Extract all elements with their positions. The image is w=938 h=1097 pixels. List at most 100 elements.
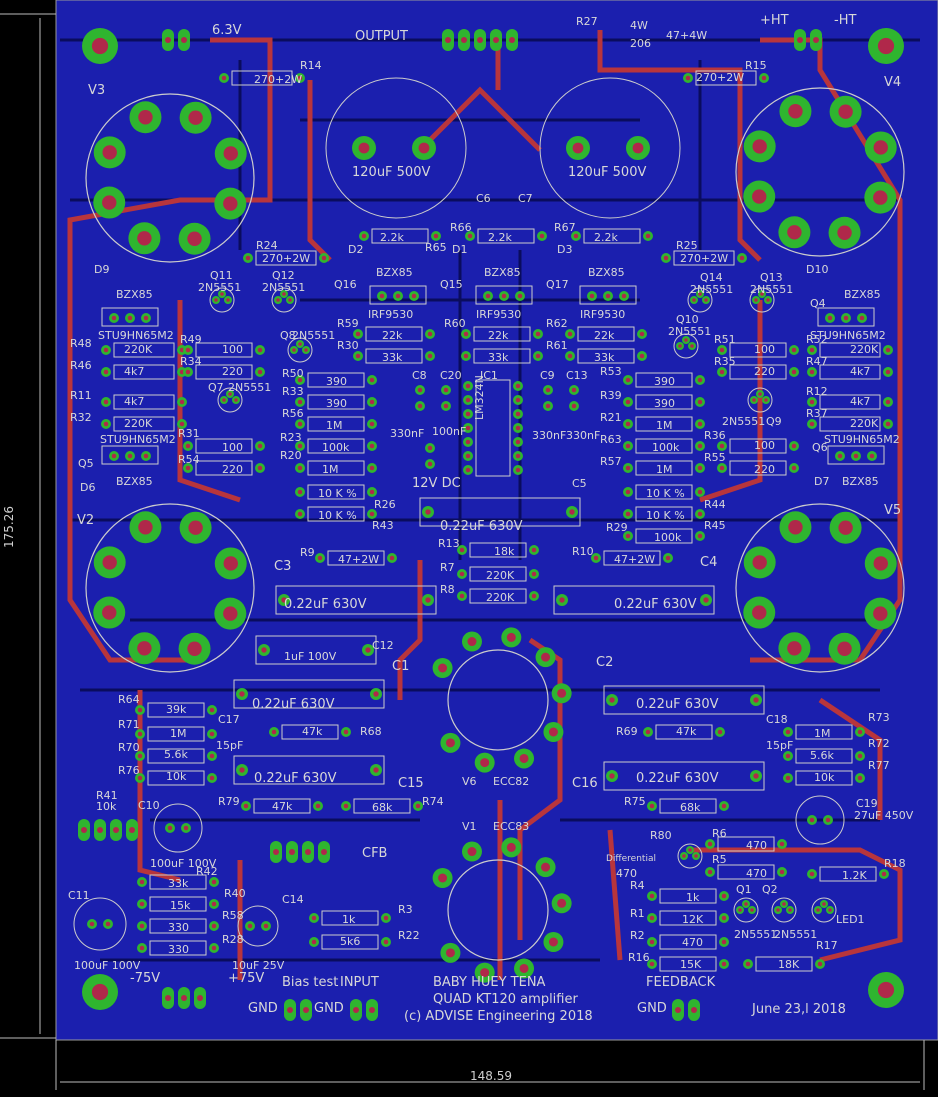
pad-hole — [809, 871, 815, 877]
pad-hole — [459, 571, 465, 577]
pad-hole — [369, 489, 375, 495]
c11-value: 100uF 100V — [74, 959, 141, 972]
pad-hole — [465, 397, 471, 403]
pad-hole — [822, 902, 826, 906]
c13-label: C13 — [566, 369, 588, 382]
r77-value: 10k — [814, 771, 835, 784]
pad-hole — [519, 753, 529, 763]
pad-hole — [501, 293, 507, 299]
ic1-label: IC1 — [480, 369, 498, 382]
r37-label: R37 — [806, 407, 828, 420]
pad-hole — [752, 555, 767, 570]
resistor — [717, 864, 775, 880]
pad-hole — [541, 862, 551, 872]
output-connector-label: OUTPUT — [355, 29, 408, 44]
film-cap — [419, 497, 581, 527]
pad-hole — [179, 421, 185, 427]
transistor — [749, 287, 775, 313]
r20-value: 1M — [322, 463, 339, 476]
q2-label: Q2 — [762, 883, 778, 896]
pad-hole — [355, 353, 361, 359]
resistor — [819, 416, 881, 432]
pad-hole — [515, 439, 521, 445]
r51-label: R51 — [714, 333, 736, 346]
resistor — [635, 394, 693, 410]
pad-hole — [297, 511, 303, 517]
film-cap — [603, 685, 765, 715]
r63-label: R63 — [600, 433, 622, 446]
pad-hole — [752, 139, 767, 154]
r49-value: 100 — [222, 343, 243, 356]
pad-hole — [791, 465, 797, 471]
pad-hole — [369, 443, 375, 449]
resistor — [819, 364, 881, 380]
r22-label: R22 — [398, 929, 420, 942]
pad-hole — [358, 142, 370, 154]
c19-value: 27uF 450V — [854, 809, 914, 822]
header-hole — [797, 37, 803, 43]
resistor — [149, 918, 207, 934]
q5-label: Q5 — [78, 457, 94, 470]
pad-hole — [697, 421, 703, 427]
q10-label: Q10 — [676, 313, 699, 326]
pad-hole — [297, 75, 303, 81]
c12-value: 1uF 100V — [284, 650, 337, 663]
pad-hole — [816, 908, 820, 912]
r62-value: 22k — [594, 329, 615, 342]
r70-value: 5.6k — [164, 748, 188, 761]
resistor — [729, 460, 787, 476]
resistor — [149, 896, 207, 912]
resistor — [659, 934, 717, 950]
red-trace — [690, 847, 903, 963]
pad-hole — [703, 597, 709, 603]
transistor — [687, 287, 713, 313]
board-title-3: (c) ADVISE Engineering 2018 — [404, 1009, 593, 1024]
pad-hole — [463, 353, 469, 359]
pad-hole — [297, 377, 303, 383]
r55-value: 220 — [754, 463, 775, 476]
header-hole — [675, 1007, 681, 1013]
pad-hole — [143, 315, 149, 321]
red-trace — [177, 300, 241, 503]
pad-hole — [395, 293, 401, 299]
r71-value: 1M — [170, 727, 187, 740]
header-hole — [461, 37, 467, 43]
q4-label: Q4 — [810, 297, 826, 310]
pad-hole — [223, 146, 238, 161]
pad-hole — [515, 383, 521, 389]
resistor — [113, 364, 175, 380]
resistor — [477, 228, 535, 244]
pad-hole — [311, 915, 317, 921]
q11-value: 2N5551 — [198, 281, 242, 294]
pad-hole — [649, 893, 655, 899]
pad-hole — [698, 292, 702, 296]
pad-hole — [379, 293, 385, 299]
c9-value: 330nF — [532, 429, 567, 442]
header-hole — [97, 827, 103, 833]
pad-hole — [779, 841, 785, 847]
pad-hole — [443, 403, 449, 409]
q13-value: 2N5551 — [750, 283, 794, 296]
resistor — [149, 940, 207, 956]
r28-label: R28 — [222, 933, 244, 946]
r41-value: 10k — [96, 800, 117, 813]
q8-value: 2N5551 — [292, 329, 336, 342]
pad-hole — [752, 605, 767, 620]
resistor — [353, 798, 411, 814]
header-hole — [197, 995, 203, 1001]
pad-hole — [809, 399, 815, 405]
pad-hole — [361, 233, 367, 239]
ic1-part: LM324N — [473, 375, 486, 420]
v12dc-label: 12V DC — [412, 476, 461, 491]
pad-hole — [438, 663, 448, 673]
pad-hole — [257, 369, 263, 375]
pad-hole — [873, 190, 888, 205]
pad-hole — [91, 983, 109, 1001]
resistor — [819, 342, 881, 358]
r58-value: 330 — [168, 921, 189, 934]
r27-value: 47+4W — [666, 29, 708, 42]
c5-label: C5 — [572, 477, 587, 490]
c2-label: C2 — [596, 655, 614, 670]
pad-hole — [89, 921, 95, 927]
